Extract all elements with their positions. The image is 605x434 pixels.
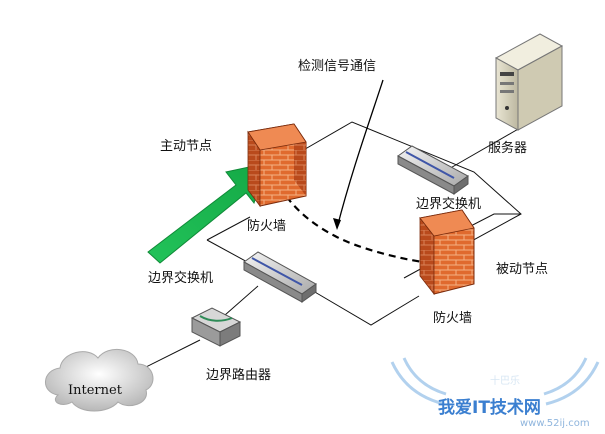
label-internet: Internet (68, 383, 123, 398)
watermark-url: www.52ij.com (520, 418, 590, 429)
link-switch-to-router (224, 285, 259, 316)
watermark-mark: 十巴乐 (490, 374, 520, 387)
signal-pointer (333, 79, 384, 230)
link-ring-left (206, 216, 251, 241)
label-passive-node: 被动节点 (496, 262, 548, 277)
link-top-firewall-to-ring (299, 121, 522, 279)
firewall-top-icon (247, 123, 307, 208)
server-icon (494, 33, 564, 131)
label-firewall-top: 防火墙 (247, 218, 286, 234)
label-firewall-bottom: 防火墙 (433, 310, 472, 326)
label-edge-router: 边界路由器 (206, 367, 271, 383)
label-edge-switch-left: 边界交换机 (148, 270, 213, 286)
internet-cloud-icon (45, 349, 154, 412)
edge-switch-right-icon (397, 145, 469, 195)
firewall-bottom-icon (419, 209, 475, 296)
label-edge-switch-right: 边界交换机 (416, 196, 481, 212)
watermark-wings-icon (390, 357, 600, 406)
watermark-main: 我爱IT技术网 (438, 397, 541, 418)
edge-router-icon (190, 307, 242, 347)
link-bottom-switch-to-passive (307, 287, 420, 326)
label-active-node: 主动节点 (160, 139, 212, 154)
label-server: 服务器 (488, 140, 527, 156)
link-server-to-switch (446, 127, 521, 171)
label-signal: 检测信号通信 (298, 59, 376, 74)
watermark: 十巴乐 我爱IT技术网 www.52ij.com (390, 357, 600, 429)
edge-switch-left-icon (243, 251, 317, 303)
